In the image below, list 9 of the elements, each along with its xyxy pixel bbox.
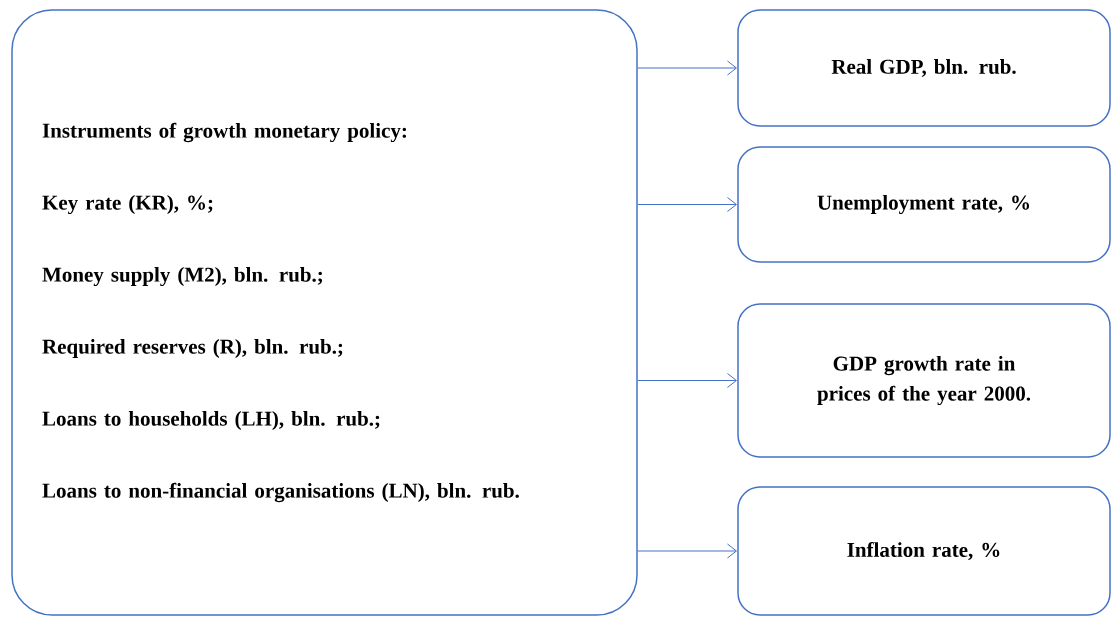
outcome-box: Unemployment rate, % [737,146,1111,263]
outcome-box: Inflation rate, % [737,486,1111,616]
panel-box: Instruments of growth monetary policy: Key rate (KR), %; Money supply (M2), bln. rub.; Required reserves (R), bln. rub.; Loans to households (LH), bln. rub.; Loans to non-financial organisations (LN), bln. rub. [11,9,638,616]
arrow [637,373,737,388]
arrow [637,197,737,212]
outcome-box: GDP growth rate in prices of the year 2000. [737,303,1111,458]
outcome-box: Real GDP, bln. rub. [737,9,1111,127]
arrow [637,60,737,76]
arrow [637,543,737,559]
